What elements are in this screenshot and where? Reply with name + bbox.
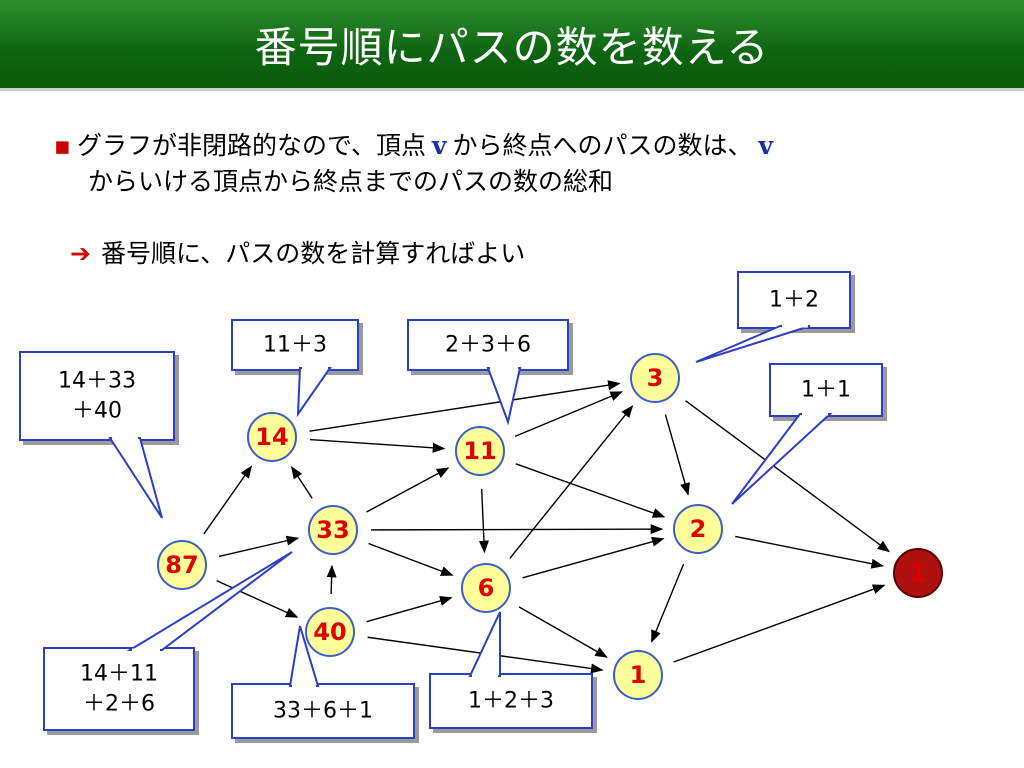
callout-text: 2＋3＋6 xyxy=(445,333,531,358)
node-label: 2 xyxy=(690,515,707,543)
graph-node: 14 xyxy=(247,412,297,462)
node-label: 1 xyxy=(630,661,647,689)
variable-v-1: v xyxy=(431,131,447,160)
node-label: 14 xyxy=(255,423,288,451)
callout-33: 14＋11 ＋2＋6 xyxy=(43,551,293,731)
title-bar: 番号順にパスの数を数える xyxy=(0,0,1024,91)
slide-title: 番号順にパスの数を数える xyxy=(254,22,770,72)
sink-node: 1 xyxy=(893,548,943,598)
edge-n1a-n1sink xyxy=(673,584,886,663)
node-label: 3 xyxy=(647,364,664,392)
edge-n87-n33 xyxy=(218,535,300,558)
edge-n2-n1a xyxy=(651,563,685,643)
edge-n14-n3 xyxy=(309,380,621,432)
callout-text: 1＋1 xyxy=(801,378,851,403)
callout-group: 14＋33 ＋40 11＋3 2＋3＋6 1＋2 1＋1 14＋11 ＋2＋6 33＋6＋1 1＋… xyxy=(19,271,883,739)
node-label: 40 xyxy=(313,618,346,646)
edge-n40-n33 xyxy=(326,564,337,595)
graph-node: 11 xyxy=(455,426,505,476)
callout-text: ＋40 xyxy=(72,399,122,424)
callout-text: 14＋11 xyxy=(80,662,158,687)
node-label: 6 xyxy=(478,574,495,602)
edge-n33-n2 xyxy=(370,524,664,535)
edge-n11-n3 xyxy=(514,391,623,438)
edge-n11-n6 xyxy=(478,488,489,554)
bullet-marker: ▪ xyxy=(54,131,71,160)
conclusion-line: ➔ 番号順に、パスの数を計算すればよい xyxy=(70,236,525,272)
edge-n3-n2 xyxy=(664,414,690,496)
edge-n33-n14 xyxy=(291,466,313,499)
callout-text: 1＋2 xyxy=(769,288,819,313)
callout-text: 33＋6＋1 xyxy=(273,699,373,724)
edge-n87-n40 xyxy=(216,580,299,618)
edge-n40-n6 xyxy=(366,596,453,623)
node-label: 33 xyxy=(316,516,349,544)
edge-n11-n2 xyxy=(515,463,666,518)
callout-text: 1＋2＋3 xyxy=(468,689,554,714)
callout-6: 1＋2＋3 xyxy=(429,611,593,729)
edge-n3-n1sink xyxy=(685,400,891,553)
bullet-part2: から終点へのパスの数は、 xyxy=(452,131,753,160)
edge-n33-n6 xyxy=(368,542,454,576)
graph-node: 2 xyxy=(673,504,723,554)
variable-v-2: v xyxy=(758,131,774,160)
graph-node: 87 xyxy=(157,540,207,590)
callout-text: ＋2＋6 xyxy=(83,692,155,717)
callout-text: 11＋3 xyxy=(263,333,327,358)
graph-node: 6 xyxy=(461,563,511,613)
graph-node: 3 xyxy=(630,353,680,403)
right-arrow-icon: ➔ xyxy=(70,239,91,268)
edge-n14-n11 xyxy=(309,438,446,453)
node-label: 87 xyxy=(165,551,198,579)
edge-n87-n14 xyxy=(203,465,253,535)
edge-n6-n3 xyxy=(509,405,634,559)
callout-3: 1＋2 xyxy=(695,271,851,363)
callout-40: 33＋6＋1 xyxy=(231,625,415,739)
callout-text: 14＋33 xyxy=(58,369,136,394)
node-label: 1 xyxy=(910,559,927,587)
callout-2: 1＋1 xyxy=(731,363,883,505)
edge-n6-n1a xyxy=(518,606,608,658)
callout-87: 14＋33 ＋40 xyxy=(19,351,175,519)
graph-node: 33 xyxy=(308,505,358,555)
callout-11: 2＋3＋6 xyxy=(407,319,569,426)
edge-n6-n2 xyxy=(522,536,665,579)
graph-node: 40 xyxy=(305,607,355,657)
bullet-part1: グラフが非閉路的なので、頂点 xyxy=(76,131,426,160)
callout-14: 11＋3 xyxy=(231,319,359,418)
edge-n33-n11 xyxy=(366,467,450,513)
edge-n2-n1sink xyxy=(735,535,884,569)
conclusion-text: 番号順に、パスの数を計算すればよい xyxy=(100,239,526,268)
node-label: 11 xyxy=(463,437,496,465)
graph-node: 1 xyxy=(613,650,663,700)
bullet-part3: からいける頂点から終点までのパスの数の総和 xyxy=(88,167,614,196)
